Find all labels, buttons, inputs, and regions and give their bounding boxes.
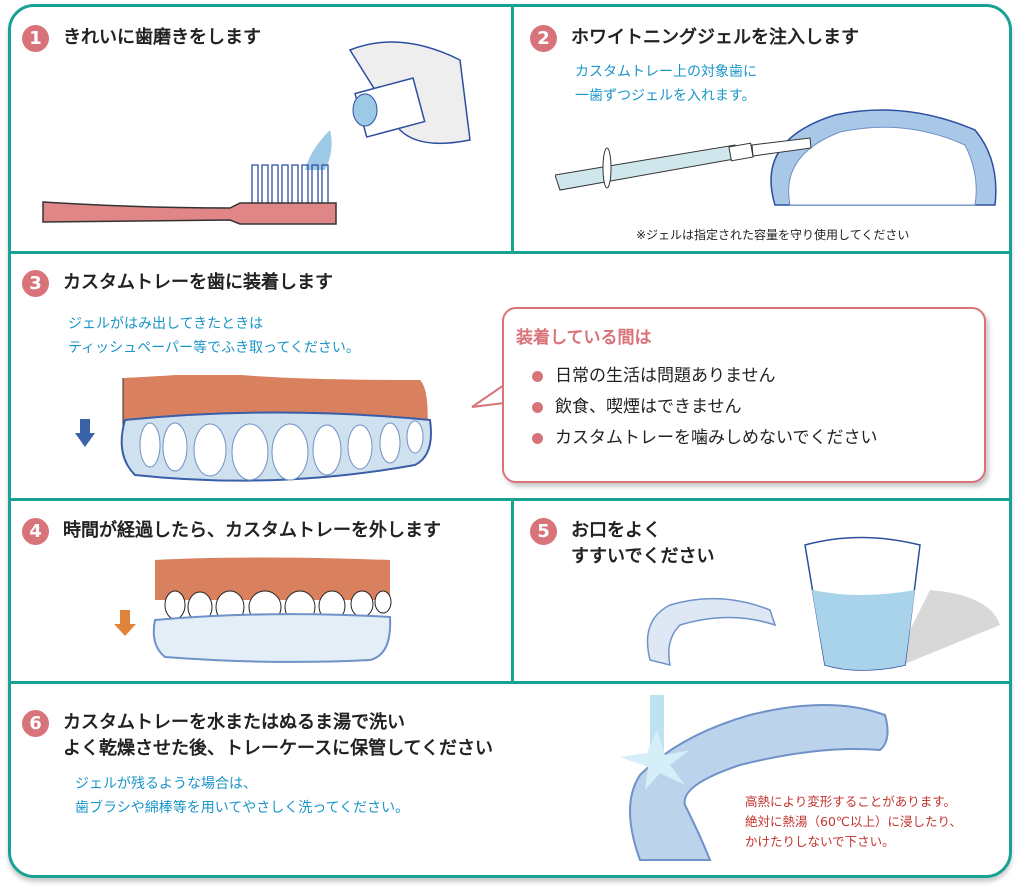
wearing-info-item: 飲食、喫煙はできません [532,392,878,423]
warning-line: 高熱により変形することがあります。 [745,794,957,809]
title-line: カスタムトレーを水またはぬるま湯で洗い [63,712,405,733]
syringe-tray-illustration [555,109,997,206]
step-number: 5 [530,518,557,545]
instruction-frame [8,4,1012,878]
title-line: すすいでください [571,546,715,567]
divider [511,4,514,253]
bullet-icon [532,433,543,444]
step-2: 2 ホワイトニングジェルを注入します [530,25,859,52]
toothbrush-toothpaste-illustration [42,41,471,225]
wearing-info-heading: 装着している間は [516,328,652,348]
step-number: 6 [22,710,49,737]
title-line: お口をよく [571,520,661,541]
divider [8,251,1012,254]
detail-line: ジェルがはみ出してきたときは [68,316,264,332]
step-title: カスタムトレーを水またはぬるま湯で洗い よく乾燥させた後、トレーケースに保管して… [63,710,493,762]
wearing-info-text: 日常の生活は問題ありません [555,366,776,386]
teeth-with-tray-illustration [75,375,432,482]
step-number: 3 [22,270,49,297]
step-title: きれいに歯磨きをします [63,27,261,48]
bullet-icon [532,371,543,382]
tray-and-cup-illustration [646,536,1000,671]
washing-tray-illustration [620,695,889,861]
step-4: 4 時間が経過したら、カスタムトレーを外します [22,518,441,545]
wearing-info-text: 飲食、喫煙はできません [555,397,742,417]
removing-tray-illustration [114,557,392,663]
step-2-detail: カスタムトレー上の対象歯に 一歯ずつジェルを入れます。 [575,60,757,108]
step-title: 時間が経過したら、カスタムトレーを外します [63,520,441,541]
bubble-tail [471,385,505,408]
step-title: お口をよく すすいでください [571,518,714,570]
detail-line: カスタムトレー上の対象歯に [575,64,757,80]
detail-line: ジェルが残るような場合は、 [75,776,257,792]
divider [8,498,1012,501]
step-6: 6 カスタムトレーを水またはぬるま湯で洗い よく乾燥させた後、トレーケースに保管… [22,710,493,762]
step-3: 3 カスタムトレーを歯に装着します [22,270,333,297]
wearing-info-item: 日常の生活は問題ありません [532,361,878,392]
step-title: カスタムトレーを歯に装着します [63,272,333,293]
gel-volume-note: ※ジェルは指定された容量を守り使用してください [636,228,910,242]
heat-warning: 高熱により変形することがあります。 絶対に熱湯（60℃以上）に浸したり、 かけた… [745,792,962,852]
title-line: よく乾燥させた後、トレーケースに保管してください [63,738,494,759]
divider [511,498,514,683]
detail-line: 歯ブラシや綿棒等を用いてやさしく洗ってください。 [75,800,410,816]
detail-line: 一歯ずつジェルを入れます。 [575,88,756,104]
warning-line: かけたりしないで下さい。 [745,834,895,849]
step-1: 1 きれいに歯磨きをします [22,25,261,52]
step-number: 4 [22,518,49,545]
warning-line: 絶対に熱湯（60℃以上）に浸したり、 [745,814,962,829]
divider [8,681,1012,684]
step-3-detail: ジェルがはみ出してきたときは ティッシュペーパー等でふき取ってください。 [68,312,360,360]
step-number: 2 [530,25,557,52]
wearing-info-item: カスタムトレーを噛みしめないでください [532,423,878,454]
step-title: ホワイトニングジェルを注入します [571,27,859,48]
wearing-info-box: 装着している間は 日常の生活は問題ありません 飲食、喫煙はできません カスタムト… [502,307,986,483]
detail-line: ティッシュペーパー等でふき取ってください。 [68,340,360,356]
wearing-info-text: カスタムトレーを噛みしめないでください [555,428,878,448]
step-5: 5 お口をよく すすいでください [530,518,714,570]
step-number: 1 [22,25,49,52]
step-6-detail: ジェルが残るような場合は、 歯ブラシや綿棒等を用いてやさしく洗ってください。 [75,772,409,820]
bullet-icon [532,402,543,413]
